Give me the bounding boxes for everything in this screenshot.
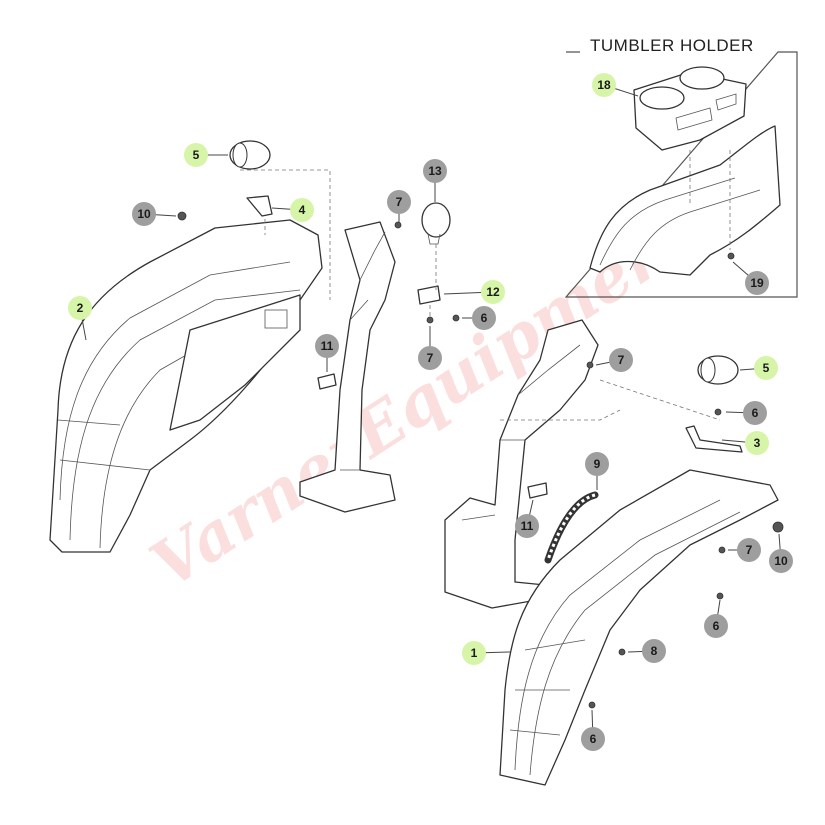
callout-number: 11: [321, 339, 334, 353]
callout-6: 6: [462, 306, 496, 330]
callout-badge: [472, 306, 496, 330]
callout-number: 10: [774, 554, 788, 568]
callout-number: 7: [746, 543, 753, 557]
callout-1: 1: [462, 641, 511, 665]
callout-number: 6: [481, 311, 488, 325]
callout-badge: [290, 198, 314, 222]
callout-badge: [515, 514, 539, 538]
callout-5: 5: [184, 143, 228, 167]
callout-badge: [387, 190, 411, 214]
callout-badge: [754, 356, 778, 380]
left-mounting-post: [299, 202, 451, 513]
decal-left: [317, 373, 337, 390]
callout-6: 6: [725, 401, 767, 425]
callout-number: 19: [750, 276, 764, 290]
gauge-13: [421, 202, 451, 238]
callout-7: 7: [595, 348, 633, 372]
callout-number: 6: [590, 732, 597, 746]
callout-7: 7: [728, 538, 761, 562]
callout-badge: [585, 452, 609, 476]
callout-badge: [462, 641, 486, 665]
callout-number: 1: [471, 646, 478, 660]
callout-13: 13: [423, 159, 447, 202]
callout-number: 11: [521, 519, 534, 533]
callout-badge: [184, 143, 208, 167]
callout-badge: [743, 401, 767, 425]
callout-badge: [315, 334, 339, 358]
callout-4: 4: [271, 198, 314, 222]
callout-number: 7: [396, 195, 403, 209]
callout-10: 10: [132, 202, 177, 226]
callout-number: 18: [597, 78, 611, 92]
callout-number: 7: [618, 353, 625, 367]
callout-7: 7: [387, 190, 411, 222]
callout-number: 5: [763, 361, 770, 375]
callout-9: 9: [585, 452, 609, 490]
callout-number: 4: [299, 203, 306, 217]
callout-11: 11: [315, 334, 339, 372]
callout-badge: [769, 549, 793, 573]
callout-number: 9: [594, 457, 601, 471]
bracket-3: [685, 425, 743, 453]
callout-badge: [745, 271, 769, 295]
callout-badge: [642, 639, 666, 663]
callout-3: 3: [721, 431, 769, 455]
callout-number: 6: [713, 619, 720, 633]
callout-number: 7: [427, 351, 434, 365]
left-fender-inner-panel: [169, 294, 301, 431]
callout-badge: [737, 538, 761, 562]
callout-number: 12: [486, 285, 500, 299]
callout-badge: [609, 348, 633, 372]
callout-badge: [745, 431, 769, 455]
callout-number: 6: [752, 406, 759, 420]
left-fender-assembly: [49, 169, 337, 553]
callout-badge: [418, 346, 442, 370]
right-fender-assembly: [499, 425, 779, 786]
callout-18: 18: [592, 73, 639, 97]
callout-6: 6: [704, 599, 728, 638]
callout-badge: [132, 202, 156, 226]
tumbler-holder-inset: TUMBLER HOLDER: [564, 36, 798, 298]
callout-badge: [423, 159, 447, 183]
callout-badge: [481, 280, 505, 304]
callout-badge: [68, 296, 92, 320]
callout-number: 5: [193, 148, 200, 162]
callout-11: 11: [515, 499, 539, 538]
callout-10: 10: [769, 533, 793, 573]
callout-2: 2: [68, 296, 92, 341]
callout-number: 10: [137, 207, 151, 221]
callout-number: 8: [651, 644, 658, 658]
callout-badge: [704, 614, 728, 638]
bracket-12: [417, 285, 441, 305]
callout-5: 5: [739, 356, 778, 380]
right-fender: [499, 469, 779, 786]
callout-12: 12: [443, 280, 505, 304]
callout-badge: [581, 727, 605, 751]
callout-8: 8: [627, 639, 666, 663]
bracket-4: [246, 195, 273, 217]
inset-fender: [589, 125, 781, 276]
callout-number: 2: [77, 301, 84, 315]
hardware: [177, 140, 784, 709]
callout-badge: [592, 73, 616, 97]
callout-7: 7: [418, 326, 442, 370]
callout-number: 3: [754, 436, 761, 450]
callout-number: 13: [428, 164, 442, 178]
callout-19: 19: [732, 261, 769, 295]
inset-title: TUMBLER HOLDER: [590, 36, 754, 55]
callout-6: 6: [581, 709, 605, 751]
decal-right: [527, 482, 548, 499]
